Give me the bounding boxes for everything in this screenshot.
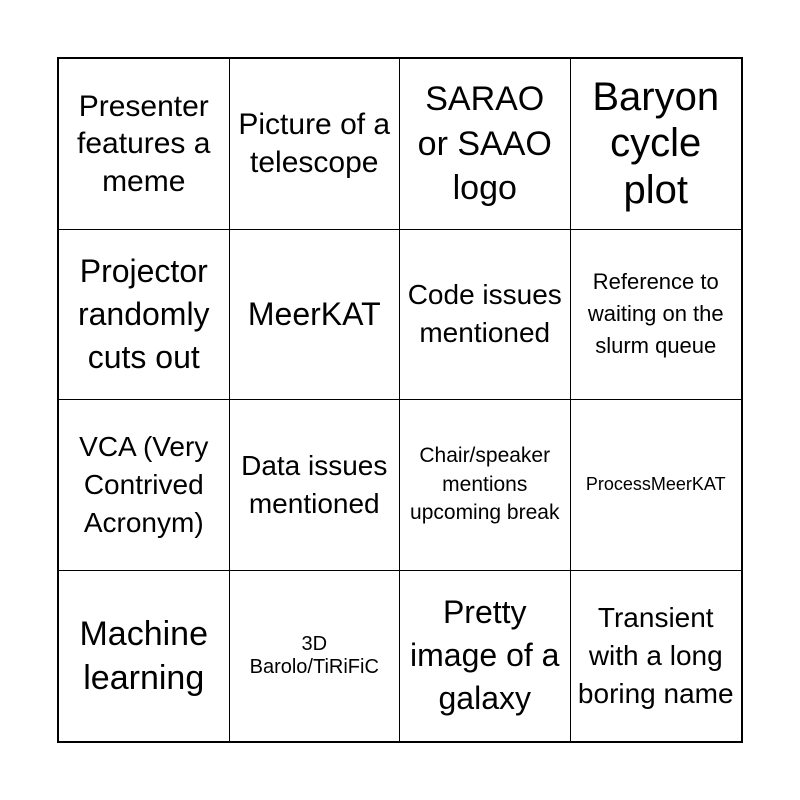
bingo-cell[interactable]: Transient with a long boring name [571, 571, 742, 742]
bingo-cell-text: Data issues mentioned [241, 449, 388, 519]
bingo-cell[interactable]: Presenter features a meme [59, 59, 230, 230]
bingo-cell[interactable]: Data issues mentioned [229, 400, 400, 571]
bingo-cell[interactable]: Projector randomly cuts out [59, 229, 230, 400]
bingo-cell-text: Pretty image of a galaxy [410, 594, 560, 717]
bingo-cell[interactable]: ProcessMeerKAT [570, 400, 741, 571]
bingo-cell-text: Machine learning [79, 614, 208, 697]
bingo-cell[interactable]: 3D Barolo/TiRiFiC [230, 570, 400, 741]
bingo-cell-text: 3D Barolo/TiRiFiC [249, 632, 379, 678]
bingo-cell[interactable]: Reference to waiting on the slurm queue [570, 230, 741, 400]
bingo-cell[interactable]: Code issues mentioned [400, 229, 571, 400]
bingo-cell-text: Baryon cycle plot [592, 74, 720, 213]
bingo-cell-text: Presenter features a meme [77, 89, 211, 198]
bingo-cell-text: Reference to waiting on the slurm queue [587, 268, 724, 359]
bingo-cell-text: ProcessMeerKAT [585, 474, 726, 495]
bingo-cell-text: MeerKAT [247, 295, 381, 332]
bingo-cell-text: Chair/speaker mentions upcoming break [410, 444, 560, 524]
bingo-cell-text: VCA (Very Contrived Acronym) [79, 430, 209, 538]
bingo-cell[interactable]: Picture of a telescope [229, 59, 400, 230]
bingo-cell[interactable]: SARAO or SAAO logo [400, 59, 571, 230]
bingo-board: Presenter features a meme Picture of a t… [57, 57, 743, 743]
bingo-cell[interactable]: Chair/speaker mentions upcoming break [400, 400, 571, 571]
bingo-cell-text: SARAO or SAAO logo [417, 80, 552, 207]
bingo-cell[interactable]: VCA (Very Contrived Acronym) [59, 400, 230, 571]
bingo-cell-text: Picture of a telescope [238, 108, 391, 179]
bingo-cell[interactable]: MeerKAT [229, 229, 400, 400]
bingo-cell[interactable]: Machine learning [59, 570, 230, 741]
bingo-cell-text: Transient with a long boring name [577, 601, 734, 709]
bingo-cell-text: Projector randomly cuts out [77, 252, 210, 375]
bingo-cell[interactable]: Pretty image of a galaxy [400, 570, 571, 741]
bingo-cell-text: Code issues mentioned [407, 279, 562, 349]
bingo-cell[interactable]: Baryon cycle plot [570, 59, 741, 230]
